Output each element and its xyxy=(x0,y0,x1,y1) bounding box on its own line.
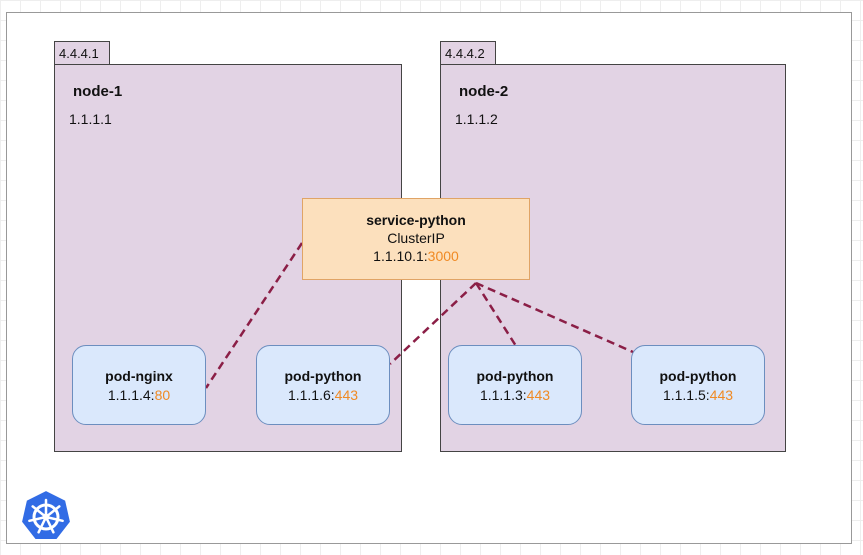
link-service-pod-python-3 xyxy=(474,282,518,347)
pod-address: 1.1.1.5:443 xyxy=(632,387,764,403)
pod-name: pod-python xyxy=(476,368,554,384)
pod-name: pod-python xyxy=(659,368,737,384)
node-2-name: node-2 xyxy=(459,83,509,100)
pod-port-separator: : xyxy=(330,387,335,403)
pod-address: 1.1.1.4:80 xyxy=(73,387,205,403)
pod-port: 443 xyxy=(709,387,734,403)
pod-python-5-box[interactable]: pod-python 1.1.1.5:443 xyxy=(631,345,765,425)
pod-port-separator: : xyxy=(705,387,710,403)
pod-python-1-box[interactable]: pod-python 1.1.1.6:443 xyxy=(256,345,390,425)
service-port: 3000 xyxy=(427,248,459,264)
node-1-ip: 1.1.1.1 xyxy=(69,111,112,127)
pod-port-separator: : xyxy=(522,387,527,403)
pod-address: 1.1.1.6:443 xyxy=(257,387,389,403)
pod-port-separator: : xyxy=(150,387,155,403)
node-1-external-ip-tab: 4.4.4.1 xyxy=(54,41,110,64)
node-2-external-ip-tab: 4.4.4.2 xyxy=(440,41,496,64)
service-type: ClusterIP xyxy=(387,230,445,246)
pod-ip: 1.1.1.4 xyxy=(107,387,151,403)
link-service-pod-nginx xyxy=(204,242,304,389)
link-service-pod-python-5 xyxy=(475,281,634,354)
pod-ip: 1.1.1.3 xyxy=(479,387,523,403)
pod-address: 1.1.1.3:443 xyxy=(449,387,581,403)
service-name: service-python xyxy=(366,212,466,228)
node-1-external-ip: 4.4.4.1 xyxy=(59,46,99,61)
service-python-box[interactable]: service-python ClusterIP 1.1.10.1:3000 xyxy=(302,198,530,280)
pod-name: pod-nginx xyxy=(105,368,173,384)
service-address: 1.1.10.1:3000 xyxy=(303,248,529,264)
pod-name: pod-python xyxy=(284,368,362,384)
pod-ip: 1.1.1.6 xyxy=(287,387,331,403)
pod-port: 443 xyxy=(526,387,551,403)
pod-nginx-box[interactable]: pod-nginx 1.1.1.4:80 xyxy=(72,345,206,425)
link-service-pod-python-1 xyxy=(389,282,477,365)
pod-ip: 1.1.1.5 xyxy=(662,387,706,403)
node-1-name: node-1 xyxy=(73,83,123,100)
node-2-ip: 1.1.1.2 xyxy=(455,111,498,127)
node-2-external-ip: 4.4.4.2 xyxy=(445,46,485,61)
pod-python-3-box[interactable]: pod-python 1.1.1.3:443 xyxy=(448,345,582,425)
service-port-separator: : xyxy=(423,248,428,264)
pod-port: 80 xyxy=(154,387,171,403)
kubernetes-logo-icon xyxy=(19,488,73,541)
pod-port: 443 xyxy=(334,387,359,403)
service-ip: 1.1.10.1 xyxy=(373,248,424,264)
